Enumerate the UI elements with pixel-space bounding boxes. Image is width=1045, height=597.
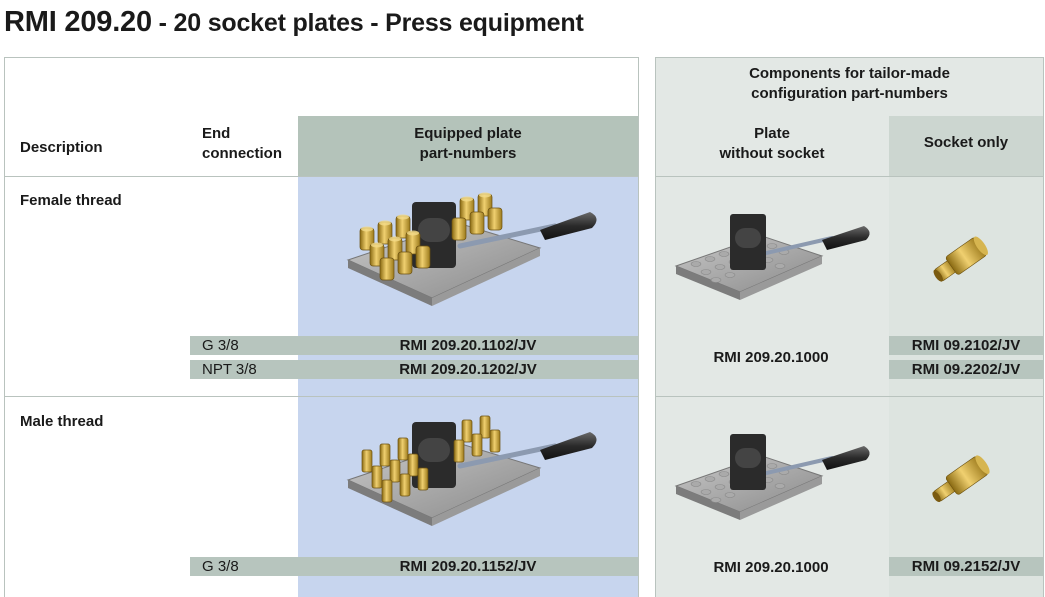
socket-part-number: RMI 09.2202/JV — [911, 361, 1021, 378]
row-part-number: RMI 209.20.1152/JV — [399, 558, 537, 575]
table-row — [190, 557, 638, 576]
socket-female-image — [933, 236, 988, 282]
plate-part-number-male: RMI 209.20.1000 — [713, 559, 829, 576]
header-equipped-line2: part-numbers — [419, 145, 517, 162]
socket-row — [889, 557, 1043, 576]
section-divider-right — [655, 396, 1044, 397]
table-row — [190, 360, 638, 379]
section-label-male: Male thread — [20, 413, 104, 430]
plate-without-socket-male-image — [674, 434, 870, 520]
socket-part-number: RMI 09.2152/JV — [911, 558, 1021, 575]
section-divider-left — [4, 396, 639, 397]
header-plate-line2: without socket — [719, 145, 825, 162]
header-components-line2: configuration part-numbers — [751, 85, 948, 102]
header-end-connection-line2: connection — [202, 145, 283, 162]
header-equipped: Equipped plate part-numbers — [298, 124, 638, 164]
equipped-plate-female-image — [346, 192, 597, 306]
header-divider-left — [4, 176, 639, 177]
header-equipped-line1: Equipped plate — [414, 125, 522, 142]
row-part-number: RMI 209.20.1102/JV — [399, 337, 537, 354]
row-connection: G 3/8 — [202, 558, 239, 575]
socket-header-cell — [889, 116, 1043, 176]
row-connection: NPT 3/8 — [202, 361, 257, 378]
section-label-female: Female thread — [20, 192, 122, 209]
header-divider-right — [655, 176, 1044, 177]
header-end-connection: End connection — [202, 124, 282, 164]
equipped-plate-male-image — [346, 415, 597, 526]
main-table-frame — [4, 57, 639, 597]
header-end-connection-line1: End — [202, 125, 231, 142]
page-title: RMI 209.20 - 20 socket plates - Press eq… — [4, 6, 584, 39]
title-rest: - 20 socket plates - Press equipment — [151, 9, 584, 37]
header-components-line1: Components for tailor-made — [749, 65, 950, 82]
plate-part-number-female: RMI 209.20.1000 — [713, 349, 829, 366]
row-part-number: RMI 209.20.1202/JV — [399, 361, 537, 378]
row-connection: G 3/8 — [202, 337, 239, 354]
socket-row — [889, 336, 1043, 355]
plate-without-socket-female-image — [674, 214, 870, 300]
header-components: Components for tailor-made configuration… — [655, 64, 1044, 104]
header-description: Description — [20, 139, 103, 156]
socket-male-image — [932, 455, 990, 502]
table-row — [190, 336, 638, 355]
header-socket-only: Socket only — [923, 134, 1009, 151]
header-plate: Plate without socket — [655, 124, 889, 164]
equipped-header-cell — [298, 116, 638, 176]
title-code: RMI 209.20 — [4, 6, 152, 38]
socket-part-number: RMI 09.2102/JV — [911, 337, 1021, 354]
socket-row — [889, 360, 1043, 379]
header-plate-line1: Plate — [754, 125, 790, 142]
